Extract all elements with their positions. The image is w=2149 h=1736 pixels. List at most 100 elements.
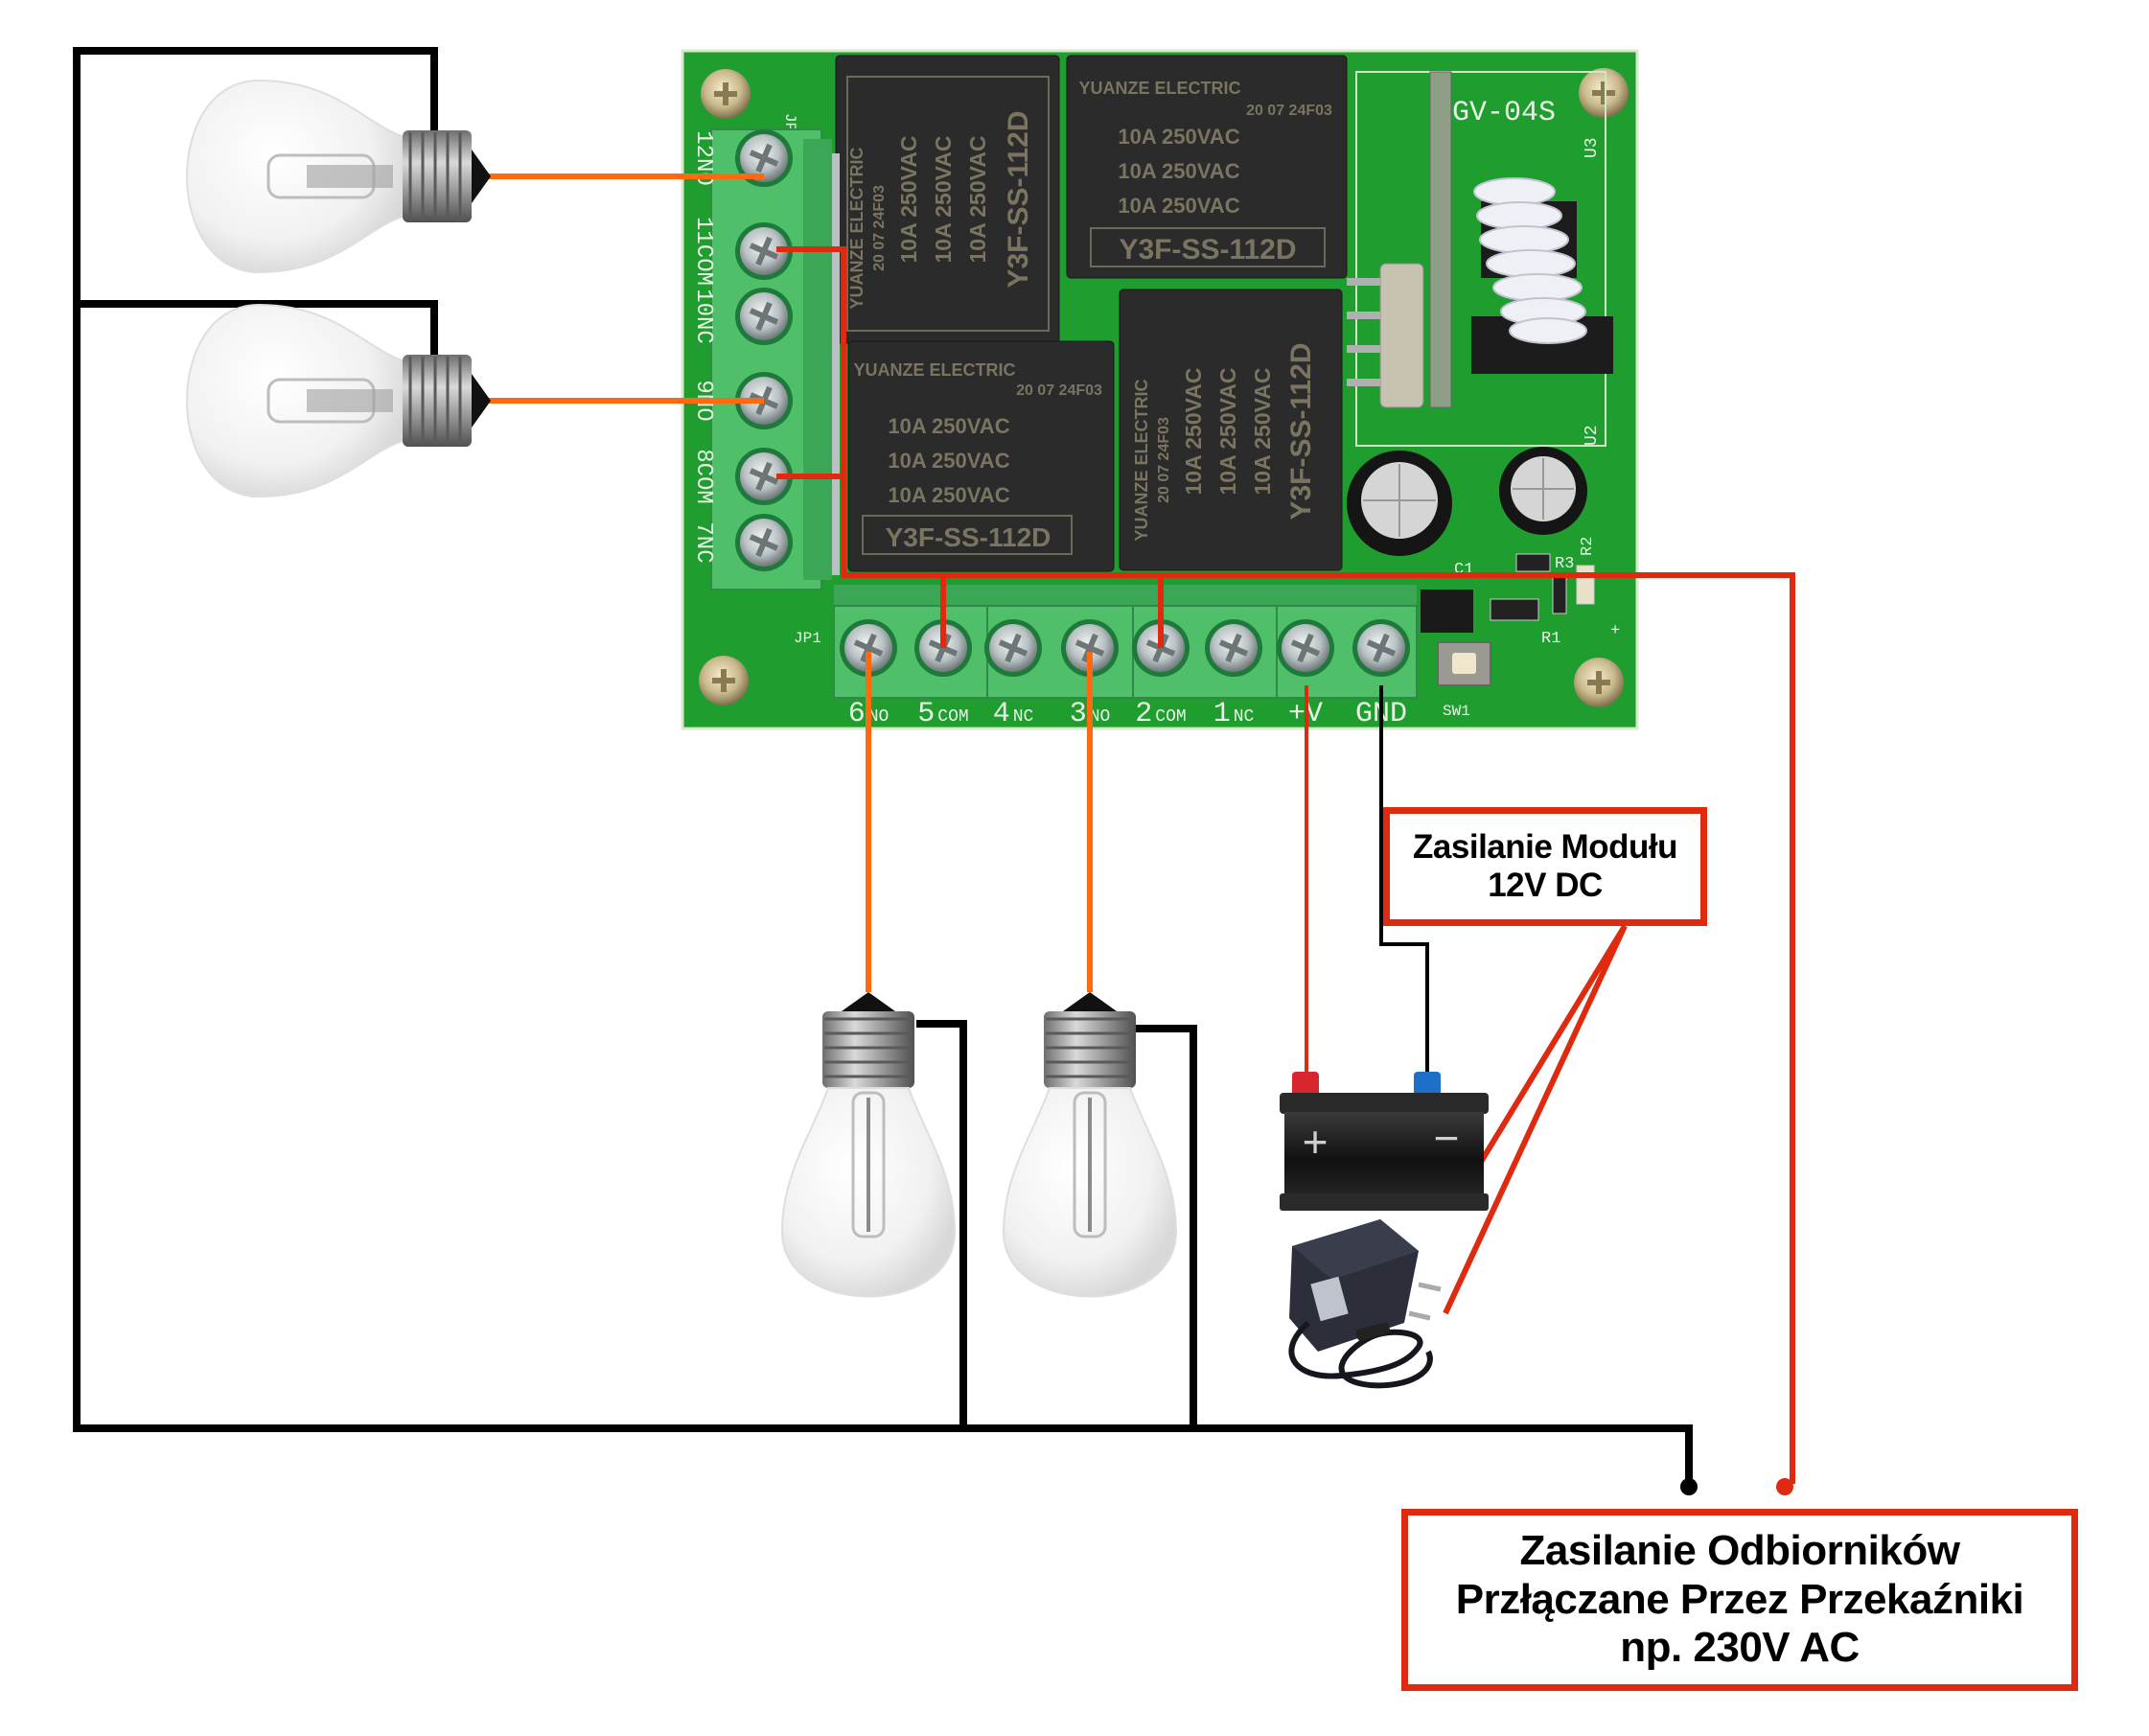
- smd-components: [1421, 553, 1595, 633]
- terminal-type: NO: [1090, 707, 1111, 727]
- load-wiring: [487, 174, 1093, 992]
- terminal-screw-icon[interactable]: [735, 448, 793, 505]
- callout-load-power-line2: Przłączane Przez Przekaźniki: [1455, 1575, 2024, 1623]
- mounting-screw-icon: [699, 656, 749, 706]
- relay-model: Y3F-SS-112D: [1119, 234, 1296, 266]
- battery-plus-label: +: [1303, 1117, 1329, 1167]
- antenna-coil-icon: [1473, 177, 1587, 344]
- relay-1: YUANZE ELECTRIC 20 07 24F03 10A 250VAC 1…: [835, 55, 1060, 344]
- left-terminal-label: 10NC: [690, 289, 716, 344]
- terminal-type: COM: [1155, 707, 1186, 727]
- relay-rating: 10A 250VAC: [888, 449, 1009, 473]
- terminal-screw-icon[interactable]: [984, 619, 1042, 677]
- wire-neutral-bulb3: [916, 1020, 967, 1432]
- relay-rating: 10A 250VAC: [888, 483, 1009, 507]
- module-label: GV-04S: [1452, 97, 1556, 129]
- light-bulb-icon: [1002, 992, 1178, 1298]
- silk-label: U2: [1583, 425, 1602, 446]
- terminal-screw-icon[interactable]: [735, 129, 793, 187]
- callout-module-power: Zasilanie Modułu 12V DC: [1383, 807, 1707, 926]
- light-bulb-icon: [186, 79, 491, 274]
- callout-module-power-line2: 12V DC: [1488, 867, 1603, 904]
- light-bulb-icon: [186, 303, 491, 498]
- terminal-block-left: [710, 128, 840, 590]
- wire-neutral-bulb1: [73, 47, 1693, 1488]
- terminal-screw-icon[interactable]: [735, 288, 793, 345]
- terminal-dot-live: [1776, 1478, 1793, 1495]
- battery-icon: + −: [1280, 1072, 1489, 1211]
- relay-rating: 10A 250VAC: [1215, 368, 1240, 496]
- live-wiring: [776, 246, 1795, 1484]
- crystal-oscillator: [1347, 263, 1424, 408]
- pairing-button[interactable]: [1437, 641, 1491, 686]
- relay-rating: 10A 250VAC: [1118, 125, 1239, 149]
- relay-brand: YUANZE ELECTRIC: [1132, 379, 1151, 541]
- rf-receiver-module: GV-04S: [1429, 71, 1556, 408]
- relay-model: Y3F-SS-112D: [886, 522, 1051, 552]
- left-terminal-label: 8COM: [690, 449, 716, 504]
- callout-module-power-line1: Zasilanie Modułu: [1413, 827, 1677, 866]
- wire-live-com11: [776, 246, 1795, 1484]
- relay-date: 20 07 24F03: [1016, 382, 1102, 399]
- relay-rating: 10A 250VAC: [965, 136, 990, 264]
- terminal-screw-icon[interactable]: [1352, 619, 1410, 677]
- silk-label: R3: [1555, 555, 1574, 573]
- relay-brand: YUANZE ELECTRIC: [847, 147, 867, 309]
- left-terminal-screws: [735, 129, 793, 571]
- battery-minus-label: −: [1434, 1113, 1460, 1163]
- neutral-wiring: [73, 47, 1693, 1488]
- terminal-screw-icon[interactable]: [735, 514, 793, 571]
- silk-label: R1: [1541, 630, 1560, 648]
- terminal-type: NC: [1013, 707, 1034, 727]
- relay-date: 20 07 24F03: [871, 185, 888, 271]
- relay-rating: 10A 250VAC: [1250, 368, 1275, 496]
- relay-3: YUANZE ELECTRIC 20 07 24F03 10A 250VAC 1…: [847, 340, 1115, 572]
- relay-rating: 10A 250VAC: [888, 414, 1009, 438]
- silk-label: U3: [1583, 137, 1602, 158]
- relay-rating: 10A 250VAC: [1118, 194, 1239, 218]
- relay-rating: 10A 250VAC: [896, 136, 921, 264]
- relay-brand: YUANZE ELECTRIC: [853, 360, 1015, 380]
- relay-2: YUANZE ELECTRIC 20 07 24F03 10A 250VAC 1…: [1066, 55, 1348, 279]
- capacitor-icon: [1347, 451, 1452, 556]
- terminal-number: 4: [993, 698, 1010, 730]
- mounting-screw-icon: [1574, 658, 1624, 707]
- relay-date: 20 07 24F03: [1156, 417, 1172, 503]
- terminal-number: 5: [917, 698, 935, 730]
- mounting-screw-icon: [1579, 68, 1629, 118]
- relay-model: Y3F-SS-112D: [1003, 110, 1034, 288]
- silk-label: +: [1610, 622, 1620, 640]
- terminal-screw-icon[interactable]: [735, 222, 793, 280]
- terminal-screw-icon[interactable]: [1277, 619, 1334, 677]
- left-terminal-label: 11COM: [690, 217, 716, 286]
- bottom-terminal-screws: [840, 619, 1410, 677]
- terminal-type: NO: [868, 707, 890, 727]
- terminal-screw-icon[interactable]: [840, 619, 897, 677]
- terminal-number: 2: [1135, 698, 1152, 730]
- terminal-screw-icon[interactable]: [1061, 619, 1119, 677]
- terminal-dot-neutral: [1680, 1478, 1698, 1495]
- terminal-type: NC: [1234, 707, 1255, 727]
- terminal-number: 6: [848, 698, 866, 730]
- capacitor-icon: [1499, 447, 1587, 535]
- terminal-number: 3: [1070, 698, 1087, 730]
- relay-rating: 10A 250VAC: [1181, 368, 1206, 496]
- light-bulb-icon: [780, 992, 957, 1298]
- terminal-screw-icon[interactable]: [1205, 619, 1262, 677]
- relay-model: Y3F-SS-112D: [1285, 342, 1317, 520]
- callout-line-adapter: [1443, 924, 1628, 1315]
- terminal-number: 1: [1213, 698, 1231, 730]
- callout-load-power-line1: Zasilanie Odbiorników: [1519, 1527, 1960, 1575]
- relay-rating: 10A 250VAC: [931, 136, 956, 264]
- wire-neutral-bulb4: [1132, 1025, 1197, 1432]
- silk-label: R2: [1579, 537, 1597, 556]
- mounting-screw-icon: [701, 69, 751, 119]
- terminal-screw-icon[interactable]: [1132, 619, 1190, 677]
